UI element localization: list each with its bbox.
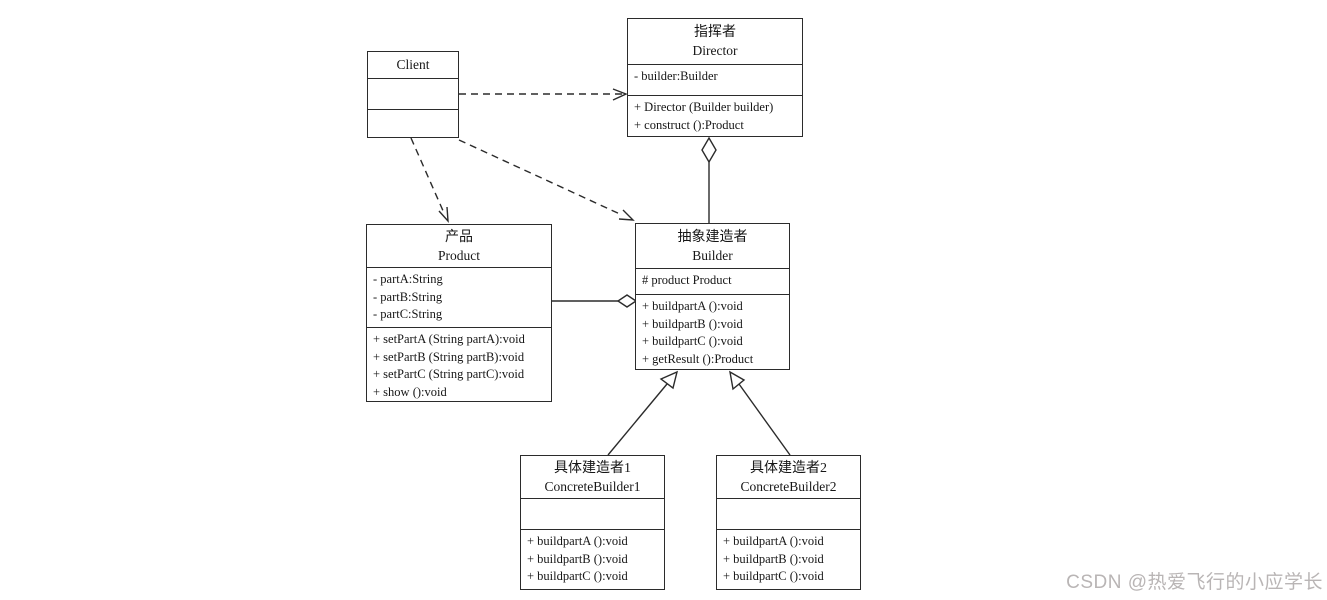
generalization-arrow-concretebuilder2-builder: [729, 370, 791, 456]
attribute-line: # product Product: [642, 273, 732, 287]
class-client-methods-empty: [368, 109, 458, 137]
method-line: + buildpartB ():void: [642, 316, 743, 331]
generalization-triangle-icon: [659, 370, 679, 390]
method-line: + construct ():Product: [634, 117, 744, 132]
method-line: + buildpartB ():void: [527, 551, 628, 566]
class-client: Client: [367, 51, 459, 138]
class-concretebuilder2-title: 具体建造者2 ConcreteBuilder2: [717, 456, 860, 498]
class-title-en: ConcreteBuilder2: [740, 478, 837, 494]
generalization-triangle-icon: [729, 370, 746, 391]
class-concretebuilder2: 具体建造者2 ConcreteBuilder2 + buildpartA ():…: [716, 455, 861, 590]
dependency-arrow-client-product: [410, 137, 449, 223]
class-concretebuilder1-attributes-empty: [521, 498, 664, 529]
class-product-title: 产品 Product: [367, 225, 551, 267]
generalization-arrow-concretebuilder1-builder: [607, 370, 679, 456]
class-director: 指挥者 Director - builder:Builder + Directo…: [627, 18, 803, 137]
attribute-line: - partA:String: [373, 272, 443, 287]
open-arrowhead-icon: [618, 209, 635, 221]
class-product-methods: + setPartA (String partA):void + setPart…: [367, 327, 551, 401]
open-arrowhead-icon: [438, 206, 449, 223]
class-director-attributes: - builder:Builder: [628, 64, 802, 95]
method-line: + buildpartC ():void: [527, 569, 628, 583]
class-client-attributes-empty: [368, 78, 458, 109]
open-arrowhead-icon: [612, 88, 628, 101]
class-director-methods: + Director (Builder builder) + construct…: [628, 95, 802, 136]
class-concretebuilder1: 具体建造者1 ConcreteBuilder1 + buildpartA ():…: [520, 455, 665, 590]
method-line: + buildpartA ():void: [527, 534, 628, 548]
aggregation-diamond-icon: [701, 136, 717, 164]
class-product-attributes: - partA:String - partB:String - partC:St…: [367, 267, 551, 327]
class-builder: 抽象建造者 Builder # product Product + buildp…: [635, 223, 790, 370]
method-line: + buildpartB ():void: [723, 551, 824, 566]
class-concretebuilder1-methods: + buildpartA ():void + buildpartB ():voi…: [521, 529, 664, 589]
class-client-title: Client: [368, 52, 458, 78]
class-title-cn: 指挥者: [694, 25, 736, 40]
aggregation-link-director-builder: [701, 136, 717, 223]
method-line: + setPartB (String partB):void: [373, 349, 525, 364]
aggregation-link-builder-product: [552, 294, 638, 308]
attribute-line: - builder:Builder: [634, 69, 718, 83]
class-title-cn: 产品: [445, 229, 473, 245]
aggregation-diamond-icon: [616, 294, 638, 308]
class-product: 产品 Product - partA:String - partB:String…: [366, 224, 552, 402]
class-concretebuilder1-title: 具体建造者1 ConcreteBuilder1: [521, 456, 664, 498]
dependency-arrow-client-director: [459, 88, 628, 101]
attribute-line: - partB:String: [373, 289, 443, 304]
class-title-en: Product: [438, 247, 480, 263]
method-line: + getResult ():Product: [642, 351, 754, 366]
class-title-cn: 抽象建造者: [677, 229, 748, 245]
method-line: + Director (Builder builder): [634, 100, 774, 114]
class-title-en: Builder: [692, 247, 733, 263]
class-builder-methods: + buildpartA ():void + buildpartB ():voi…: [636, 294, 789, 369]
class-title-en: Director: [692, 43, 738, 58]
method-line: + setPartA (String partA):void: [373, 332, 525, 346]
method-line: + show ():void: [373, 384, 447, 399]
class-title-cn: 具体建造者2: [750, 460, 827, 476]
method-line: + buildpartA ():void: [723, 534, 824, 548]
class-title-en: Client: [396, 57, 430, 72]
class-builder-attributes: # product Product: [636, 268, 789, 294]
csdn-watermark: CSDN @热爱飞行的小应学长: [1066, 572, 1323, 593]
method-line: + buildpartC ():void: [642, 334, 743, 348]
class-builder-title: 抽象建造者 Builder: [636, 224, 789, 268]
dependency-arrow-client-builder: [458, 139, 635, 221]
class-title-en: ConcreteBuilder1: [544, 478, 641, 494]
class-concretebuilder2-methods: + buildpartA ():void + buildpartB ():voi…: [717, 529, 860, 589]
attribute-line: - partC:String: [373, 307, 443, 322]
class-title-cn: 具体建造者1: [554, 460, 631, 476]
class-concretebuilder2-attributes-empty: [717, 498, 860, 529]
method-line: + buildpartC ():void: [723, 569, 824, 583]
method-line: + buildpartA ():void: [642, 299, 743, 313]
method-line: + setPartC (String partC):void: [373, 367, 525, 381]
class-director-title: 指挥者 Director: [628, 19, 802, 64]
